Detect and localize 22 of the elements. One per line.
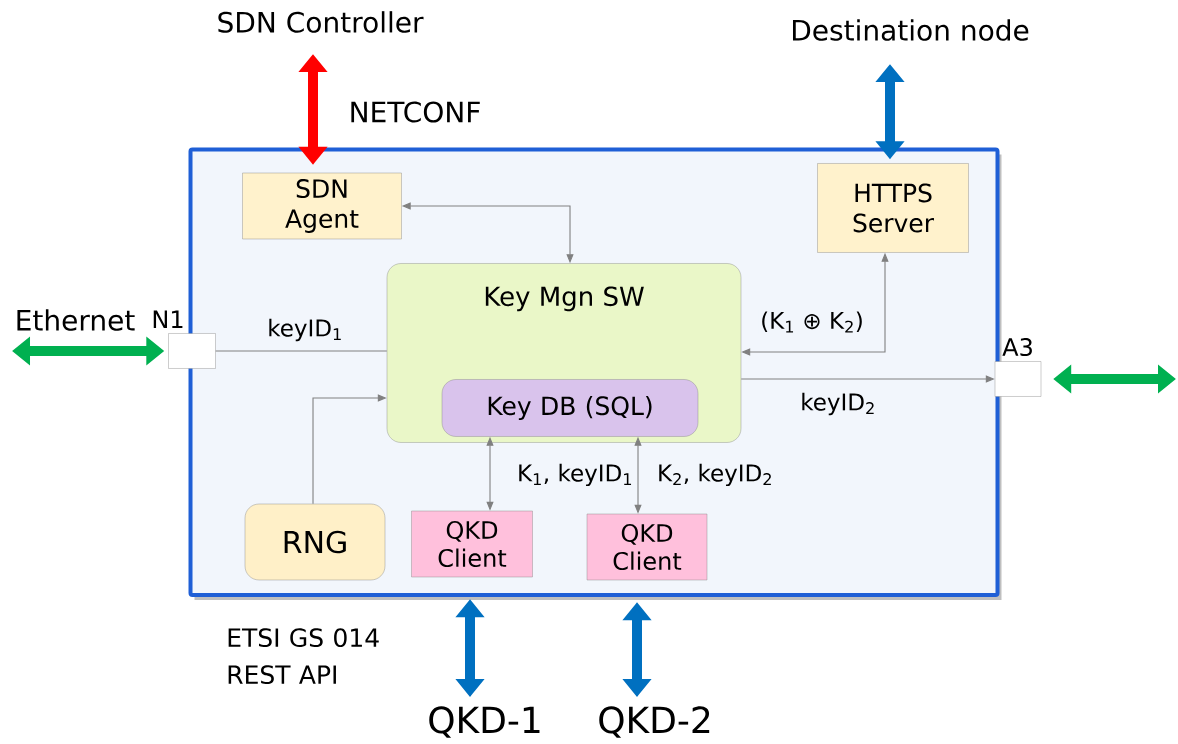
edge-label: NETCONF [346,99,484,125]
edge-label: Ethernet [12,307,138,333]
process-box: QKD Client [411,510,533,578]
endpoint-label: SDN Controller [218,11,424,33]
process-box: HTTPS Server [817,163,969,253]
edge-label: keyID$_{1}$ [265,316,345,344]
note-text: ETSI GS 014 REST API [228,628,379,685]
edge-label: K$_{2}$, keyID$_{2}$ [655,461,775,489]
database-box: Key DB (SQL) [441,379,699,437]
edge-label: K$_{1}$, keyID$_{1}$ [515,461,635,489]
node-label: N1 [153,310,183,329]
node-label: A3 [1002,337,1032,357]
edge-label: (K$_{1}$ ⊕ K$_{2}$) [758,309,866,335]
process-box: RNG [244,503,386,581]
endpoint-label: QKD-1 [429,706,540,738]
port-box: N1 [153,310,216,369]
process-box: SDN Agent [242,172,402,240]
endpoint-label: Destination node [793,19,1029,41]
edge-label: keyID$_{2}$ [798,390,878,418]
process-box: QKD Client [586,513,708,581]
endpoint-label: QKD-2 [599,706,710,738]
port-box: A3 [994,337,1042,397]
